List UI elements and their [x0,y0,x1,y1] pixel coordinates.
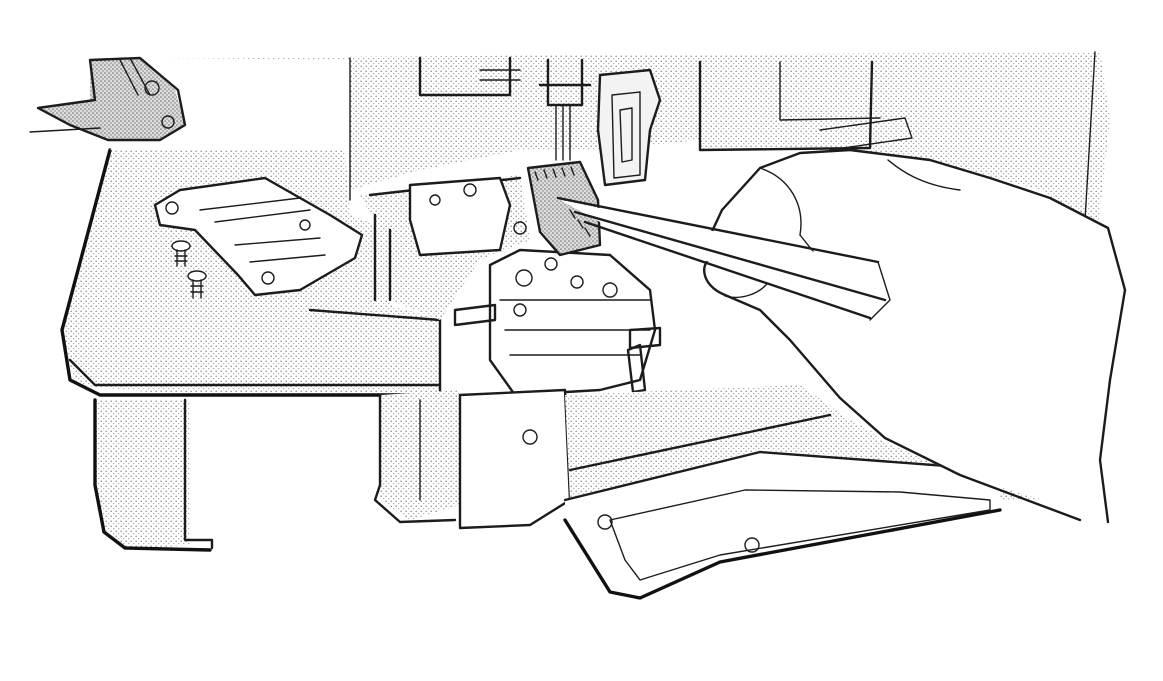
looper-block [453,248,662,397]
needle-plate [153,176,364,297]
feed-dog [526,160,602,257]
screw-2 [187,270,207,299]
free-arm-column [93,398,214,552]
front-cover [373,388,572,530]
needle-assembly [538,58,592,161]
central-housing [360,175,530,320]
machine-body-background [160,51,1110,300]
tweezers [556,196,891,321]
removed-presser-foot [29,56,187,142]
presser-foot [596,68,662,187]
screw-1 [171,240,191,267]
